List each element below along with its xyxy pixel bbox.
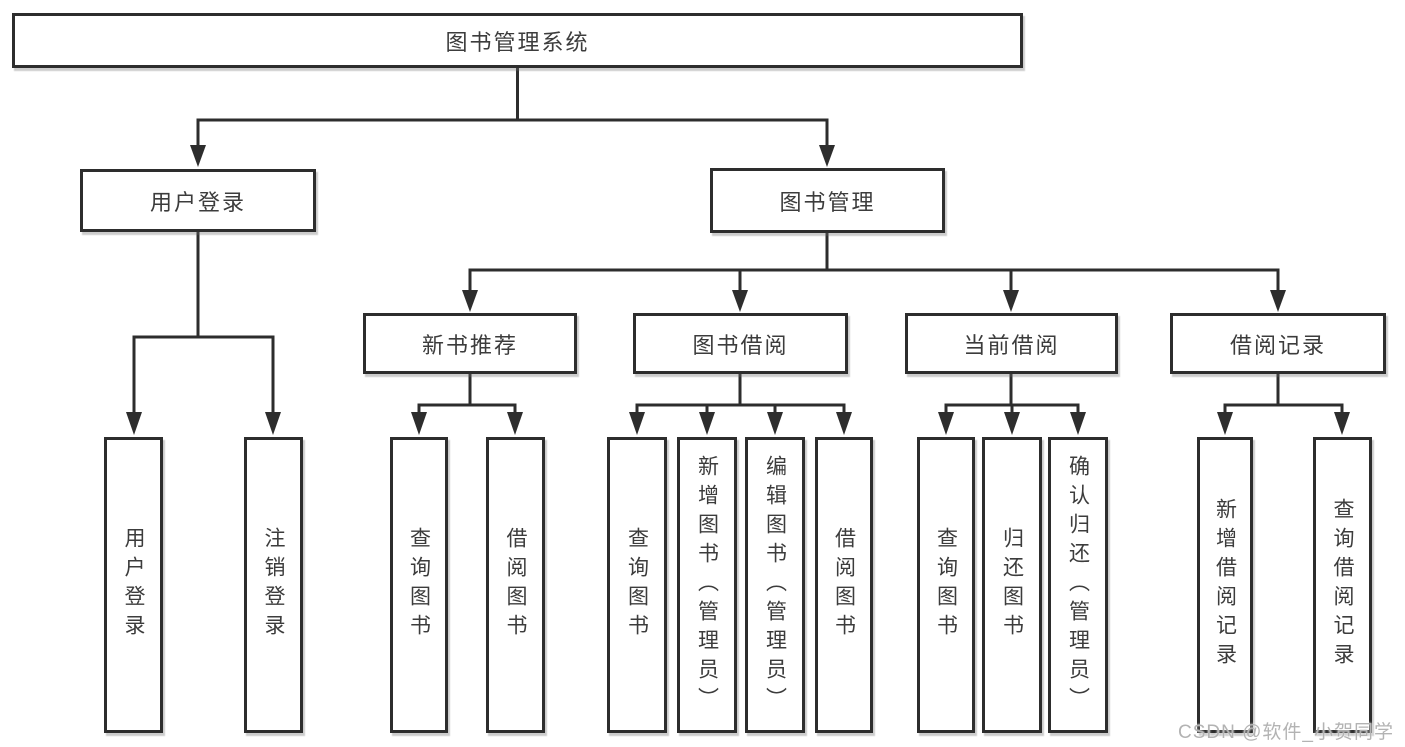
node-new-book-recommend: 新书推荐	[363, 313, 577, 374]
node-leaf-add-borrow-record: 新增借阅记录	[1197, 437, 1253, 733]
node-leaf-return-books: 归还图书	[982, 437, 1042, 733]
node-user-login: 用户登录	[80, 169, 316, 232]
node-leaf-borrow-books-borrowing: 借阅图书	[815, 437, 873, 733]
node-leaf-confirm-return-admin: 确认归还（管理员）	[1048, 437, 1108, 733]
node-book-management: 图书管理	[710, 168, 945, 233]
node-borrowing-records: 借阅记录	[1170, 313, 1386, 374]
node-leaf-query-books-borrowing: 查询图书	[607, 437, 667, 733]
node-current-borrowing: 当前借阅	[905, 313, 1118, 374]
node-leaf-query-borrow-record: 查询借阅记录	[1313, 437, 1372, 733]
node-leaf-logout: 注销登录	[244, 437, 303, 733]
node-leaf-add-books-admin: 新增图书（管理员）	[677, 437, 737, 733]
csdn-watermark: CSDN @软件_小贺同学	[1178, 722, 1394, 743]
node-leaf-user-login: 用户登录	[104, 437, 163, 733]
node-leaf-query-books-current: 查询图书	[917, 437, 975, 733]
node-leaf-query-books-recommend: 查询图书	[390, 437, 448, 733]
node-library-system: 图书管理系统	[12, 13, 1023, 68]
node-leaf-edit-books-admin: 编辑图书（管理员）	[745, 437, 805, 733]
node-leaf-borrow-books-recommend: 借阅图书	[486, 437, 545, 733]
node-book-borrowing: 图书借阅	[633, 313, 848, 374]
